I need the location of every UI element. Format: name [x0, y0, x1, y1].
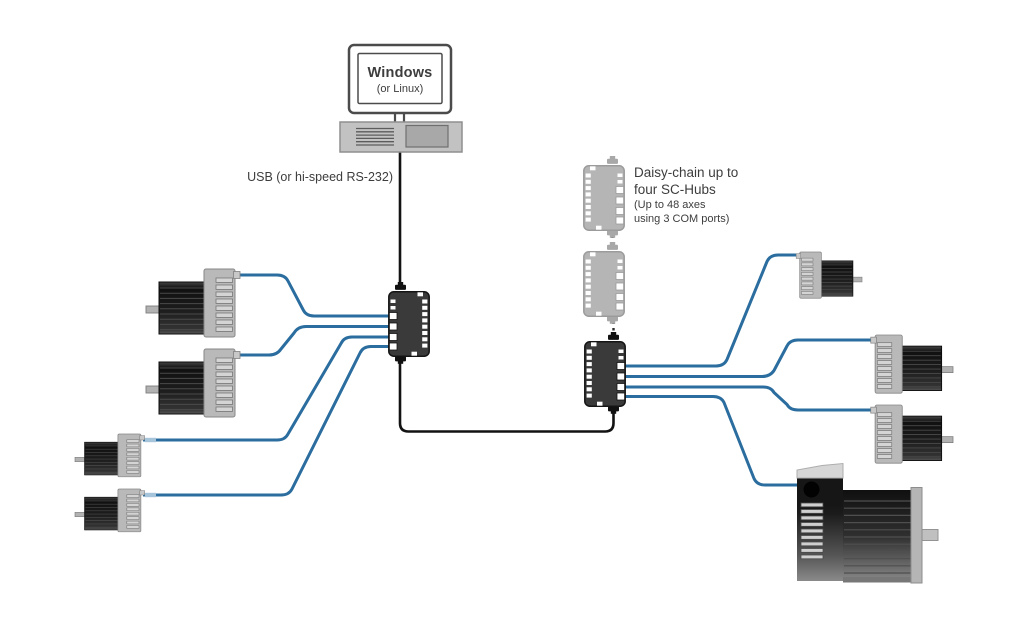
wire-right-4: [625, 395, 800, 487]
wire-right-2: [625, 338, 873, 378]
monitor-screen: [357, 52, 443, 105]
wire-sleeve: [145, 437, 156, 443]
sc-hub-left: [388, 281, 430, 365]
wire-group-right: [625, 253, 873, 487]
wire-left-2: [239, 325, 389, 357]
note-line-4: using 3 COM ports): [634, 213, 729, 225]
large-motor-body: [843, 490, 913, 582]
sc-hub-right: [584, 331, 626, 415]
ghost-sc-hub-2: [583, 241, 625, 325]
tower-vents: [356, 127, 394, 146]
large-motor-endcap: [910, 487, 923, 584]
tower-drive-bay: [405, 124, 449, 148]
wire-right-3: [625, 385, 873, 412]
motor-left-1: [145, 268, 241, 338]
large-motor-shaft: [920, 529, 939, 541]
wire-left-4: [143, 345, 389, 497]
wire-left-1: [239, 273, 389, 318]
os-sublabel: (or Linux): [377, 83, 423, 95]
large-motor-fins: [800, 502, 824, 560]
motor-left-4: [74, 488, 145, 533]
note-line-3: (Up to 48 axes: [634, 199, 706, 211]
large-motor-cap: [796, 462, 844, 479]
usb-connection-label: USB (or hi-speed RS-232): [247, 170, 393, 184]
large-motor-connector-port: [803, 481, 820, 498]
motor-right-large: [796, 462, 939, 584]
wire-left-3: [143, 335, 389, 442]
host-computer: Windows (or Linux): [339, 43, 463, 153]
wire-right-1: [625, 253, 797, 368]
hub-link-cable: [398, 361, 615, 433]
wire-sleeve: [145, 492, 156, 498]
os-label: Windows: [368, 65, 433, 81]
motor-left-3: [74, 433, 145, 478]
large-motor-ribs: [844, 500, 911, 574]
ghost-sc-hub-1: [583, 155, 625, 239]
note-line-2: four SC-Hubs: [634, 182, 716, 197]
wire-group-left: [143, 273, 389, 498]
motor-right-1: [795, 251, 863, 299]
monitor-stand: [393, 113, 406, 122]
motor-right-3: [870, 404, 954, 464]
motor-left-2: [145, 348, 241, 418]
daisy-chain-note: Daisy-chain up to four SC-Hubs (Up to 48…: [634, 165, 738, 225]
motor-right-2: [870, 334, 954, 394]
large-motor-base: [843, 577, 913, 583]
note-line-1: Daisy-chain up to: [634, 165, 738, 180]
